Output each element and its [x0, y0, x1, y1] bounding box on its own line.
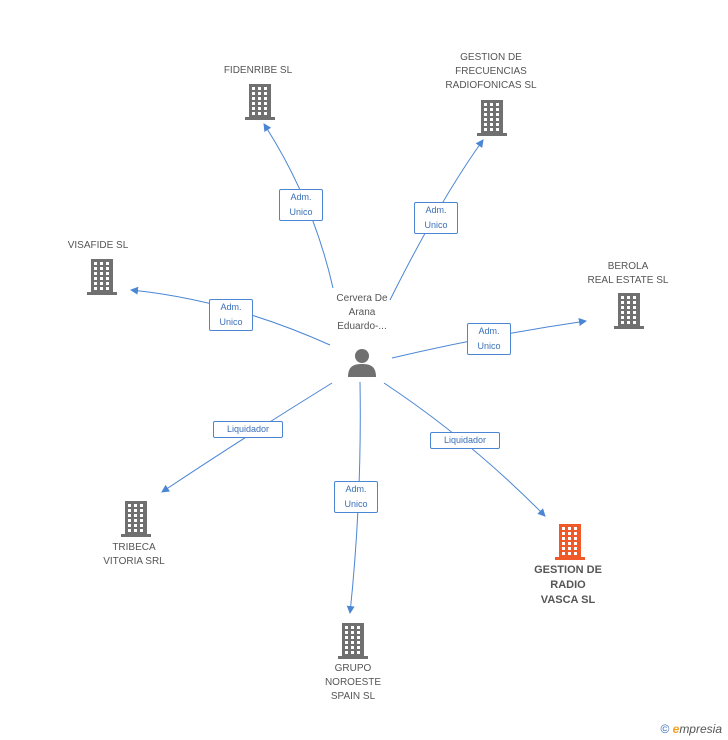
edge-tribeca: [161, 382, 333, 493]
edge-label-tribeca[interactable]: Liquidador: [213, 421, 283, 438]
copyright-symbol: ©: [660, 722, 670, 736]
edge-label-grupo-noroeste[interactable]: Adm. Unico: [334, 481, 378, 513]
edge-label-gestion-radio-vasca[interactable]: Liquidador: [430, 432, 500, 449]
building-icon-highlight: [555, 524, 585, 560]
edge-label-visafide[interactable]: Adm. Unico: [209, 299, 253, 331]
building-icon: [87, 259, 117, 295]
edge-gestion-radio-vasca: [383, 382, 546, 517]
edge-label-berola[interactable]: Adm. Unico: [467, 323, 511, 355]
company-label: FIDENRIBE SL: [223, 65, 293, 76]
building-icon: [338, 623, 368, 659]
footer-brand: © empresia: [660, 722, 722, 736]
building-icon: [477, 100, 507, 136]
center-person-label[interactable]: Cervera De Arana Eduardo-...: [336, 293, 388, 332]
company-label: TRIBECA VITORIA SRL: [103, 542, 165, 567]
edge-label-gestion-frecuencias[interactable]: Adm. Unico: [414, 202, 458, 234]
brand-name: mpresia: [679, 722, 722, 736]
building-icon: [245, 84, 275, 120]
company-label: GESTION DE RADIO VASCA SL: [534, 564, 602, 606]
person-icon[interactable]: [347, 347, 377, 377]
company-label: GRUPO NOROESTE SPAIN SL: [324, 663, 382, 702]
company-label: VISAFIDE SL: [67, 240, 129, 251]
brand-e-logo: e: [672, 722, 680, 736]
company-label: GESTION DE FRECUENCIAS RADIOFONICAS SL: [445, 52, 537, 91]
edge-label-fidenribe[interactable]: Adm. Unico: [279, 189, 323, 221]
building-icon: [614, 293, 644, 329]
company-label: BEROLA REAL ESTATE SL: [587, 261, 669, 286]
building-icon: [121, 501, 151, 537]
